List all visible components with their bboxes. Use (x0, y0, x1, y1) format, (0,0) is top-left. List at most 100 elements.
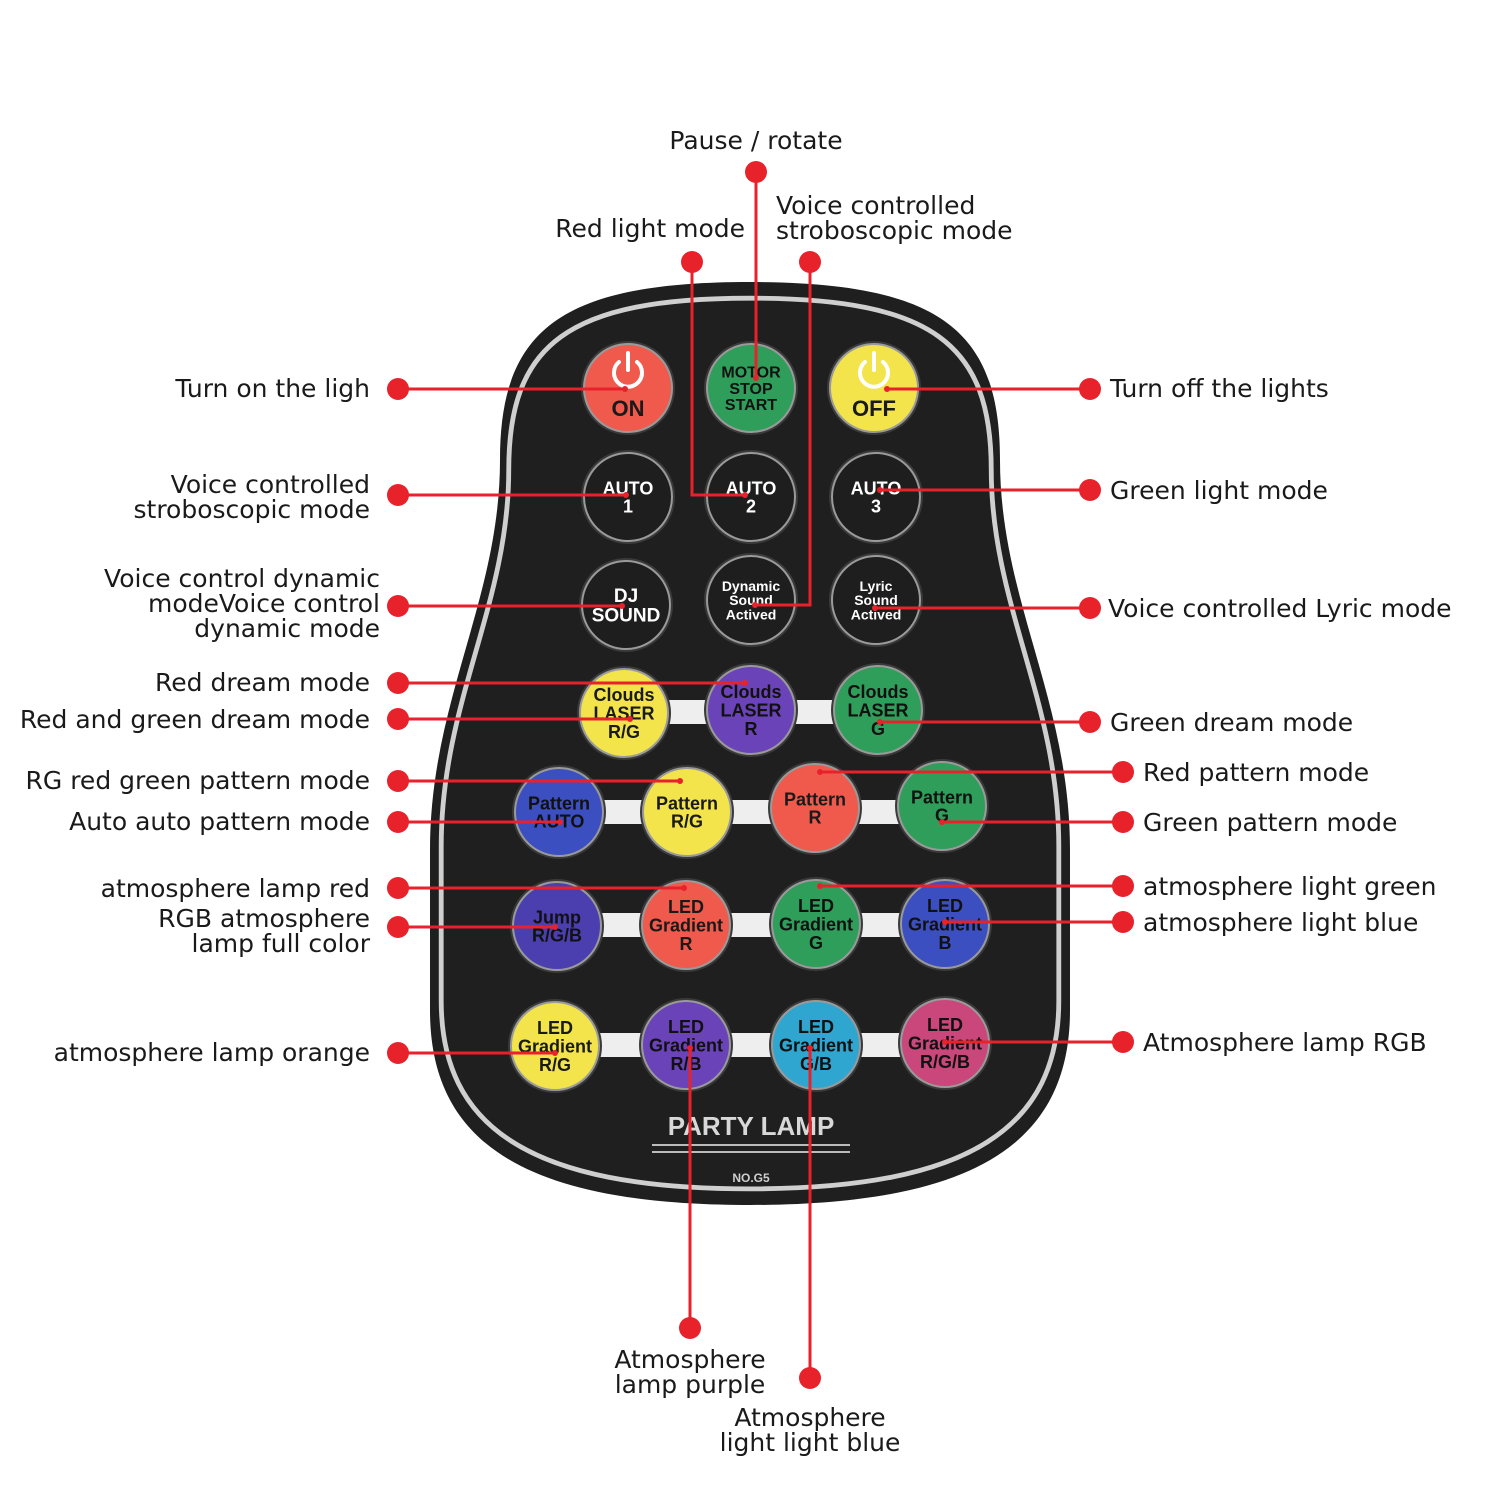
button-label: Pattern (656, 793, 718, 813)
callout-text: Auto auto pattern mode (69, 807, 370, 836)
callout-text: Green light mode (1110, 476, 1328, 505)
callout-rg-dream: Red and green dream mode (20, 707, 370, 732)
callout-text: modeVoice control (147, 589, 380, 618)
button-label: Clouds (721, 682, 782, 702)
callout-text: Pause / rotate (669, 126, 843, 155)
button-label: R/G (608, 722, 640, 742)
callout-dot (799, 1367, 821, 1389)
callout-dot (1112, 911, 1134, 933)
button-label: Actived (726, 606, 777, 622)
button-label: MOTOR (721, 364, 781, 381)
button-label: Gradient (779, 1035, 853, 1055)
button-label: Pattern (784, 789, 846, 809)
button-row-connector (560, 800, 945, 824)
callout-text: atmosphere light green (1143, 872, 1437, 901)
leader-end (742, 680, 748, 686)
callout-light-green: atmosphere light green (1143, 874, 1437, 899)
leader-end (622, 386, 628, 392)
callout-text: stroboscopic mode (776, 216, 1013, 245)
leader-end (752, 602, 758, 608)
button-label: Clouds (848, 682, 909, 702)
button-label: R/G/B (920, 1052, 970, 1072)
button-label: LED (668, 1017, 704, 1037)
callout-red-dream: Red dream mode (155, 670, 370, 695)
button-label: R (680, 934, 693, 954)
leader-line (755, 262, 812, 607)
leader-end (677, 778, 683, 784)
callout-text: Turn on the ligh (175, 374, 370, 403)
button-label: Gradient (649, 1035, 723, 1055)
button-label: LED (798, 896, 834, 916)
brand-label: PARTY LAMP (668, 1111, 835, 1141)
button-label: B (939, 933, 952, 953)
button-off[interactable]: OFF (827, 341, 921, 435)
leader-line (690, 262, 745, 497)
button-label: Dynamic (722, 578, 781, 594)
button-on[interactable]: ON (581, 341, 675, 435)
callout-lamp-red: atmosphere lamp red (101, 876, 370, 901)
callout-dot (799, 251, 821, 273)
leader-end (942, 919, 948, 925)
callout-text: Turn off the lights (1110, 374, 1329, 403)
button-label: OFF (852, 396, 896, 421)
leader-end (753, 375, 759, 381)
button-label: AUTO (726, 478, 777, 498)
button-label: LASER (847, 700, 908, 720)
callout-text: Red dream mode (155, 668, 370, 697)
button-label: R/G/B (532, 926, 582, 946)
callout-green-dream: Green dream mode (1110, 710, 1353, 735)
callout-dot (1112, 811, 1134, 833)
button-pattern-auto[interactable]: PatternAUTO (512, 765, 606, 859)
callout-dot (387, 595, 409, 617)
button-label: R/G (539, 1055, 571, 1075)
leader-end (557, 819, 563, 825)
callout-dot (1079, 711, 1101, 733)
leader-end (619, 603, 625, 609)
button-label: 1 (623, 497, 633, 517)
power-icon (858, 351, 890, 389)
button-row-connector (560, 913, 945, 937)
leader-end (877, 487, 883, 493)
callout-dot (387, 916, 409, 938)
leader-end (807, 1045, 813, 1051)
leader-end (552, 1050, 558, 1056)
leader-end (623, 492, 629, 498)
callout-text: Voice controlled Lyric mode (1108, 594, 1452, 623)
button-label: Gradient (779, 914, 853, 934)
model-label: NO.G5 (732, 1171, 770, 1185)
callout-text: atmosphere light blue (1143, 908, 1419, 937)
callout-green-pattern: Green pattern mode (1143, 810, 1397, 835)
callout-dot (1112, 761, 1134, 783)
button-label: Pattern (911, 787, 973, 807)
callout-text: Atmosphere (614, 1345, 766, 1374)
callout-green-light: Green light mode (1110, 478, 1328, 503)
button-label: Sound (854, 592, 898, 608)
callout-text: lamp full color (191, 929, 370, 958)
leader-end (687, 1045, 693, 1051)
button-label: ON (612, 396, 645, 421)
button-label: START (725, 397, 777, 414)
button-label: DJ (614, 586, 638, 607)
